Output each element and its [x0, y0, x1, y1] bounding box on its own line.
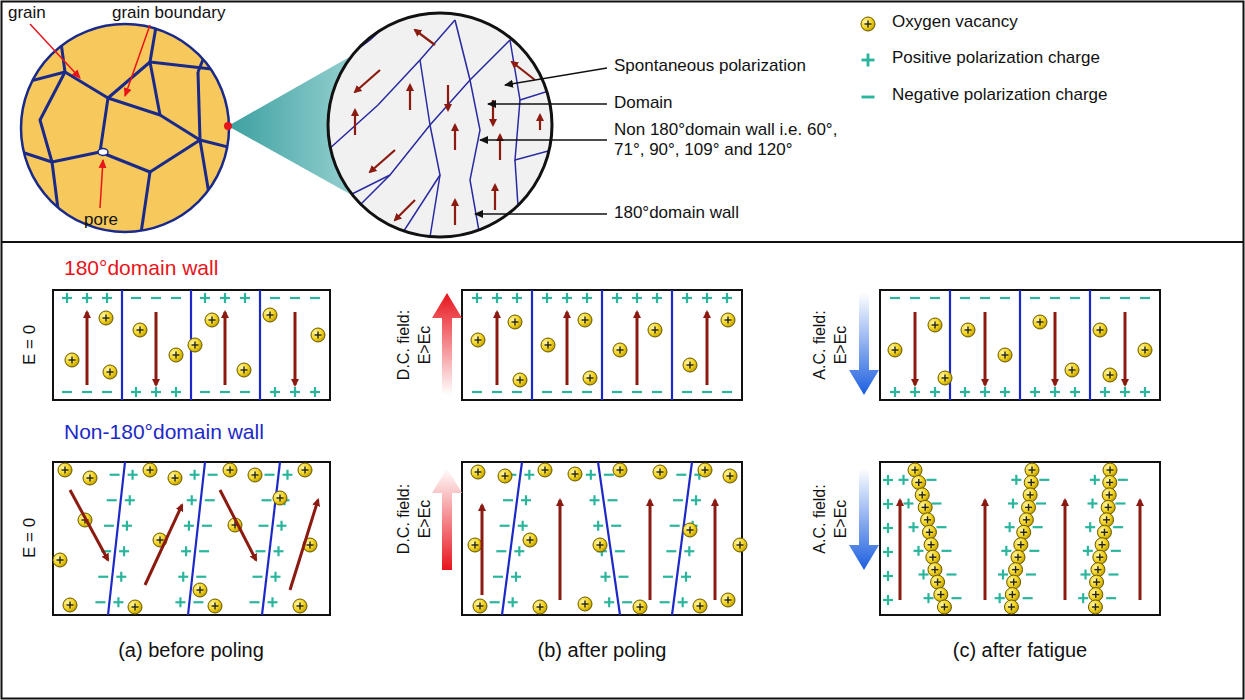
legend-label: Positive polarization charge — [892, 48, 1100, 68]
panel-caption: (c) after fatigue — [953, 639, 1088, 662]
callout-label: 180°domain wall — [614, 203, 739, 223]
field-label: E>Ec — [416, 326, 434, 365]
field-label: E = 0 — [20, 325, 40, 365]
panel-caption: (b) after poling — [538, 639, 667, 662]
legend-label: Oxygen vacancy — [892, 12, 1018, 32]
callout-label: Domain — [614, 93, 673, 113]
panel-caption: (a) before poling — [118, 639, 264, 662]
row-heading: Non-180°domain wall — [64, 420, 264, 444]
field-label: D.C. field: — [395, 310, 413, 380]
callout-label: Non 180°domain wall i.e. 60°, 71°, 90°, … — [614, 120, 854, 159]
callout-label: Spontaneous polarization — [614, 56, 806, 76]
field-label: A.C. field: — [811, 310, 829, 379]
part-label: grain — [8, 3, 46, 23]
part-label: grain boundary — [112, 3, 225, 23]
field-label: E = 0 — [20, 518, 40, 558]
part-label: pore — [84, 210, 118, 230]
field-label: E>Ec — [416, 500, 434, 539]
field-label: A.C. field: — [811, 484, 829, 553]
field-label: E>Ec — [832, 326, 850, 365]
field-label: D.C. field: — [395, 484, 413, 554]
legend-label: Negative polarization charge — [892, 85, 1107, 105]
field-label: E>Ec — [832, 500, 850, 539]
row-heading: 180°domain wall — [64, 256, 218, 280]
